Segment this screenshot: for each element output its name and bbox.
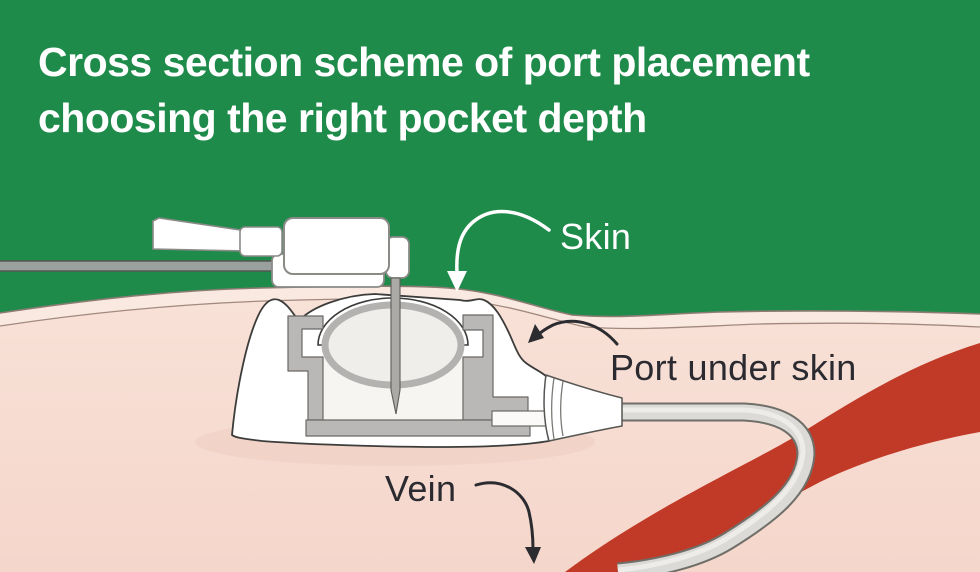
- port-base-plate: [305, 419, 531, 437]
- vein-arrow: [474, 481, 535, 551]
- port-arrowhead: [528, 324, 544, 343]
- dermis-line: [0, 297, 980, 330]
- epidermis-band: [0, 286, 980, 329]
- page-title-line1: Cross section scheme of port placement: [38, 39, 810, 85]
- skin-surface-line: [0, 285, 980, 318]
- catheter-tube: [617, 402, 816, 572]
- vein-shape: [565, 343, 980, 572]
- page-title-line2: choosing the right pocket depth: [38, 95, 647, 141]
- huber-needle-assembly: [152, 217, 410, 288]
- skin-arrow: [455, 209, 551, 275]
- vein-label: Vein: [385, 468, 456, 509]
- needle-extension-tube: [0, 260, 278, 272]
- port-under-skin-label: Port under skin: [610, 347, 857, 388]
- cone-ring-line: [560, 380, 564, 437]
- cone-ring-line: [551, 377, 555, 440]
- needle-connector: [239, 226, 283, 257]
- port-housing-left-wall: [287, 315, 324, 421]
- skin-arrowhead: [447, 271, 467, 292]
- port-arrow: [536, 319, 619, 346]
- needle-hub-body: [283, 217, 390, 275]
- vein-arrowhead: [525, 547, 541, 564]
- port-housing: [287, 314, 531, 437]
- catheter-connector-cone: [543, 374, 623, 442]
- needle-shaft: [390, 277, 401, 415]
- skin-label: Skin: [560, 216, 631, 257]
